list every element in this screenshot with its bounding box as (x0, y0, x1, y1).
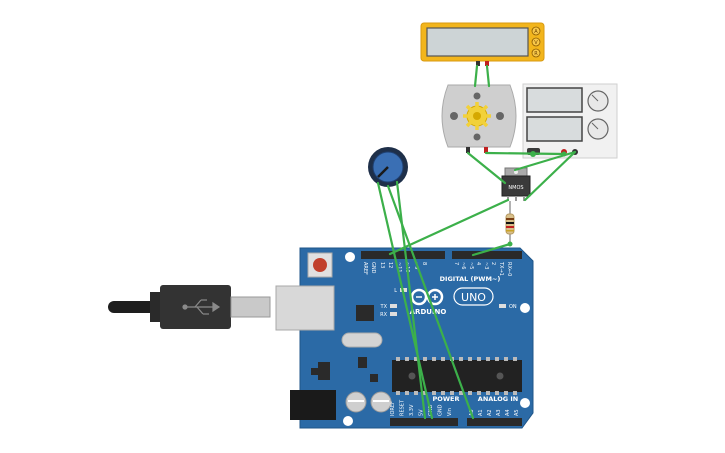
nmos-label: NMOS (508, 185, 523, 191)
wire-endpoints (507, 151, 567, 247)
digital-pin-label: TX→1 (498, 261, 504, 276)
potentiometer-wiper (377, 166, 389, 178)
voltage-regulator (318, 362, 330, 380)
motor-terminal-positive[interactable] (484, 147, 488, 153)
digital-header-2 (452, 251, 522, 259)
digital-header-1 (361, 251, 445, 259)
power-pin-label: 3.3V (409, 404, 415, 416)
usb-port (275, 285, 335, 331)
power-pin-label: IOREF (390, 401, 396, 416)
wire-motor-drain[interactable] (466, 151, 507, 185)
crystal (341, 332, 383, 348)
digital-pin-label: 2 (490, 262, 496, 265)
multimeter-button-v[interactable]: V (531, 37, 541, 47)
multimeter-button-a-label: A (534, 29, 538, 35)
analog-pin-label: A3 (496, 409, 502, 416)
digital-pin-label: RX←0 (506, 262, 512, 276)
wire-pot-5v[interactable] (376, 181, 434, 420)
usb-chip (356, 305, 374, 321)
analog-pin-label: A4 (505, 409, 511, 416)
digital-pin-label: ~11 (396, 262, 402, 273)
multimeter[interactable]: A V R (420, 22, 545, 66)
uno-model-text: UNO (461, 291, 486, 304)
dc-motor[interactable] (441, 84, 517, 153)
digital-pin-label: ~3 (483, 262, 489, 269)
wire-meter-motor-neg[interactable] (473, 64, 479, 88)
multimeter-display (426, 27, 529, 57)
multimeter-button-v-label: V (534, 40, 538, 46)
power-header (390, 418, 458, 426)
wire-arduino-gate[interactable] (388, 198, 510, 256)
power-pin-label: 5V (419, 409, 425, 416)
digital-pin-label: AREF (362, 262, 368, 275)
resistor[interactable] (505, 201, 515, 244)
digital-header-label: DIGITAL (PWM~) (440, 275, 501, 283)
motor-terminal-negative[interactable] (466, 147, 470, 153)
led-l-label: L (394, 288, 397, 294)
usb-cable[interactable] (108, 285, 271, 329)
digital-pin-label: ~6 (460, 262, 466, 269)
power-supply[interactable] (522, 83, 618, 159)
digital-pin-label: ~9 (413, 262, 419, 269)
uno-badge (453, 287, 494, 306)
on-led-label: ON (509, 304, 517, 310)
analog-pin-label: A2 (487, 409, 493, 416)
gear-icon (463, 102, 491, 130)
power-supply-voltage-display (526, 87, 583, 113)
digital-pin-label: 12 (387, 262, 393, 268)
digital-pin-label: GND (370, 262, 376, 274)
digital-pin-label: 4 (475, 262, 481, 265)
digital-pin-label: 8 (421, 262, 427, 265)
power-jack (290, 390, 336, 420)
wire-pot-gnd[interactable] (395, 180, 427, 420)
analog-header (467, 418, 522, 426)
rx-label: RX (380, 312, 387, 318)
multimeter-button-r-label: R (534, 51, 538, 57)
power-supply-current-display (526, 116, 583, 142)
multimeter-probe-v[interactable] (485, 61, 489, 66)
tx-label: TX (380, 304, 388, 310)
power-pin-label: Vin (447, 408, 453, 416)
analog-pin-label: A5 (514, 409, 520, 416)
wire-supply-source[interactable] (523, 150, 577, 202)
power-header-label: POWER (433, 395, 460, 403)
usb-icon (182, 299, 221, 315)
arduino-brand-text: ARDUINO (410, 308, 447, 316)
power-pin-label: RESET (400, 399, 406, 416)
multimeter-button-a[interactable]: A (531, 26, 541, 36)
multimeter-button-r[interactable]: R (531, 48, 541, 58)
wire-pin-resistor[interactable] (471, 242, 512, 257)
multimeter-probe-com[interactable] (476, 61, 480, 66)
analog-header-label: ANALOG IN (478, 395, 518, 403)
analog-pin-label: A1 (478, 409, 484, 416)
power-pin-label: GND (438, 404, 444, 416)
reset-button[interactable] (307, 252, 333, 278)
wire-motor-supply-pos[interactable] (484, 151, 566, 156)
digital-pin-label: 7 (453, 262, 459, 265)
potentiometer[interactable] (368, 147, 408, 187)
digital-pin-label: 13 (379, 262, 385, 268)
nmos-transistor[interactable]: NMOS (501, 167, 531, 201)
wire-meter-motor-pos[interactable] (485, 64, 491, 88)
digital-pin-label: ~5 (468, 262, 474, 269)
